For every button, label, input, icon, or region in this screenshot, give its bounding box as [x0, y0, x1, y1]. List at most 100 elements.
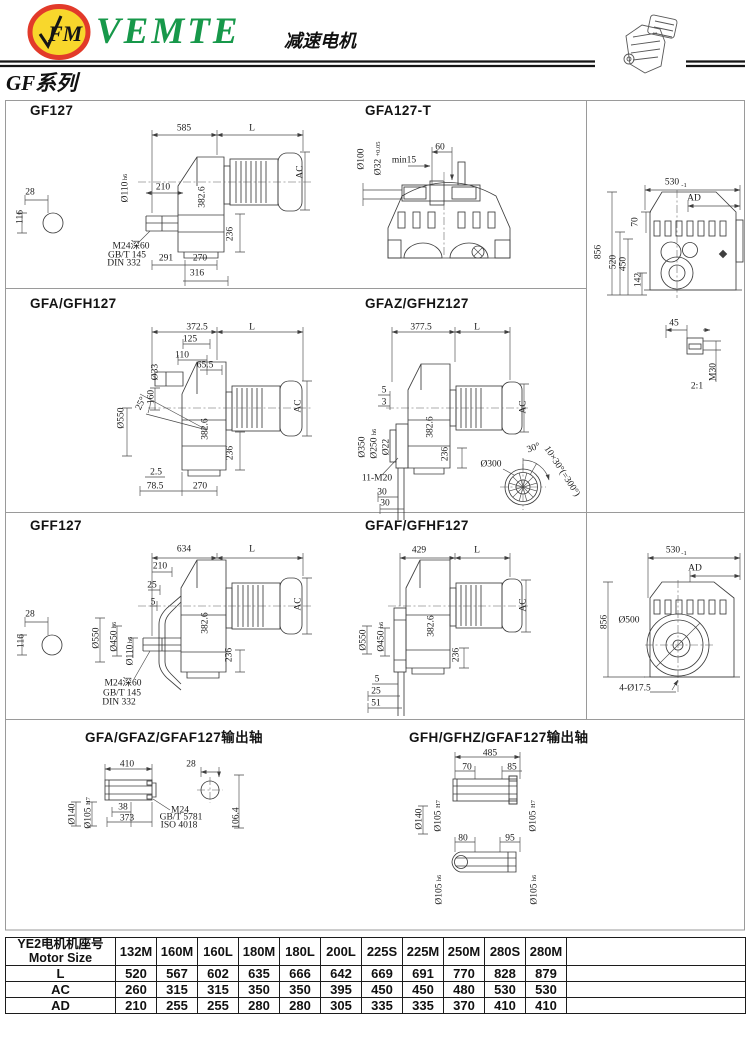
dim-label-gf127-d291: 291	[158, 253, 174, 264]
dim-label-shaft-left-d410: 410	[119, 759, 135, 770]
dim-label-shaft-right-d105b_sup: H7	[529, 800, 537, 808]
dim-label-shaft-left-d28: 28	[186, 759, 196, 770]
table-header-en: Motor Size	[28, 950, 93, 965]
dim-label-gfaf-gfhf127-d550: Ø550	[358, 629, 369, 651]
dim-label-gff127-d116: 116	[16, 634, 27, 648]
dim-label-gfa-gfh127-d236: 236	[225, 445, 236, 461]
panel-title-output-shaft-left: GFA/GFAZ/GFAF127输出轴	[85, 730, 263, 745]
table-cell: 410	[525, 997, 567, 1014]
table-header-cn: YE2电机机座号	[17, 937, 104, 952]
panel-title-gfaf-gfhf127: GFAF/GFHF127	[365, 518, 469, 533]
dim-label-gfaz-gfhz127-d300: Ø300	[480, 459, 502, 470]
table-cell: 305	[320, 997, 362, 1014]
table-cell: 210	[115, 997, 157, 1014]
row-label-AC: AC	[5, 981, 116, 998]
gfaf-gfhf127-drawing	[362, 553, 531, 716]
dim-label-gfaf-gfhf127-d450_sub: h6	[377, 621, 385, 629]
dim-label-gff127-d28: 28	[25, 609, 35, 620]
side-view-top-drawing	[607, 185, 744, 298]
dim-label-gff127-d210: 210	[152, 561, 168, 572]
dim-label-gfaz-gfhz127-ang30: 30°	[525, 441, 542, 456]
dim-label-shaft-right-d105c: Ø105	[434, 883, 445, 905]
dim-label-detail-2to1-d45: 45	[669, 318, 679, 329]
shaft-detail-2to1-drawing	[666, 325, 721, 382]
dim-label-gfaf-gfhf127-ac: AC	[518, 598, 529, 612]
table-cell: 530	[525, 981, 567, 998]
series-label: GF系列	[6, 71, 78, 95]
dim-label-gfa-gfh127-dim_top2: L	[249, 322, 255, 333]
dim-label-shaft-right-d80: 80	[458, 833, 468, 844]
dim-label-gfa-gfh127-d65: 65.5	[196, 360, 214, 371]
dim-label-gfaz-gfhz127-d3: 3	[381, 397, 387, 408]
dim-label-side-bottom-d530: 530	[665, 545, 681, 556]
table-cell: 602	[197, 965, 239, 982]
dim-label-gf127-shaft_dia_sub: h6	[121, 173, 129, 181]
dim-label-gff127-dim_top2: L	[249, 544, 255, 555]
dim-label-shaft-right-d105b: Ø105	[528, 810, 539, 832]
dim-label-gfa127t-d32: Ø32	[373, 158, 384, 176]
dim-label-gfa127t-d100: Ø100	[356, 148, 367, 170]
dim-label-gf127-std2: DIN 332	[107, 258, 141, 269]
dim-label-gfaz-gfhz127-bolts: 11-M20	[361, 473, 393, 484]
dim-label-shaft-left-d38: 38	[118, 802, 128, 813]
dim-label-gff127-d550: Ø550	[91, 627, 102, 649]
table-cell: 335	[361, 997, 403, 1014]
dim-label-gf127-d316: 316	[189, 268, 205, 279]
panel-title-gfaz-gfhz127: GFAZ/GFHZ127	[365, 296, 469, 311]
logo-oval	[27, 4, 91, 60]
dim-label-gff127-d236: 236	[224, 647, 235, 663]
dim-label-shaft-left-std1: GB/T 5781	[159, 812, 203, 823]
dim-label-gf127-d382: 382.6	[197, 186, 208, 208]
dim-label-side-top-d530sub: -1	[681, 181, 687, 189]
dim-label-gfa127t-d32_sup: +0.05	[374, 141, 382, 157]
logo-check-icon	[38, 15, 63, 50]
row-label-AD: AD	[5, 997, 116, 1014]
dim-label-gf127-d116: 116	[15, 210, 26, 224]
col-header-200L: 200L	[320, 937, 362, 966]
dim-label-gfaz-gfhz127-d5: 5	[381, 385, 387, 396]
table-empty-cell	[566, 937, 746, 966]
dim-label-side-top-d450: 450	[618, 256, 629, 272]
dim-label-gfaf-gfhf127-d382: 382.6	[426, 615, 437, 637]
dim-label-gfaz-gfhz127-d382: 382.6	[425, 416, 436, 438]
dim-label-side-bottom-holes: 4-Ø17.5	[619, 683, 651, 694]
table-cell: 666	[279, 965, 321, 982]
dim-label-gf127-d28: 28	[25, 187, 35, 198]
table-empty-cell	[566, 997, 746, 1014]
table-cell: 315	[156, 981, 198, 998]
table-cell: 879	[525, 965, 567, 982]
dim-label-shaft-right-d140: Ø140	[414, 808, 425, 830]
table-cell: 450	[361, 981, 403, 998]
dim-label-gfa-gfh127-d2_5: 2.5	[150, 467, 162, 478]
col-header-160L: 160L	[197, 937, 239, 966]
dim-label-gff127-std1: GB/T 145	[102, 688, 142, 699]
dim-label-gfa-gfh127-d550: Ø550	[116, 407, 127, 429]
dim-label-side-top-d70: 70	[630, 217, 641, 227]
dim-label-shaft-left-d106: 106.4	[231, 807, 242, 829]
table-cell: 530	[484, 981, 526, 998]
dim-label-detail-2to1-scale: 2:1	[690, 381, 704, 392]
table-cell: 350	[279, 981, 321, 998]
table-cell: 350	[238, 981, 280, 998]
table-cell: 480	[443, 981, 485, 998]
dim-label-shaft-right-d485: 485	[482, 748, 498, 759]
dim-label-shaft-left-d105_sup: H7	[84, 797, 92, 805]
dim-label-detail-2to1-m30: M30	[708, 363, 719, 381]
table-cell: 567	[156, 965, 198, 982]
gff127-drawing	[17, 553, 312, 691]
col-header-160M: 160M	[156, 937, 198, 966]
dim-label-gfaf-gfhf127-d51: 51	[371, 698, 381, 709]
dim-label-gfaf-gfhf127-d25: 25	[371, 686, 381, 697]
col-header-180M: 180M	[238, 937, 280, 966]
dim-label-gff127-d110: Ø110	[125, 644, 136, 666]
dim-label-shaft-right-d95: 95	[505, 833, 515, 844]
panel-title-output-shaft-right: GFH/GFHZ/GFAF127输出轴	[409, 730, 589, 745]
document-title: 减速电机	[284, 31, 356, 51]
table-cell: 255	[197, 997, 239, 1014]
dim-label-gfa127t-min15: min15	[391, 155, 417, 166]
dim-label-side-top-d142: 142	[633, 272, 644, 288]
dim-label-gf127-shaft_dia: Ø110	[120, 181, 131, 203]
